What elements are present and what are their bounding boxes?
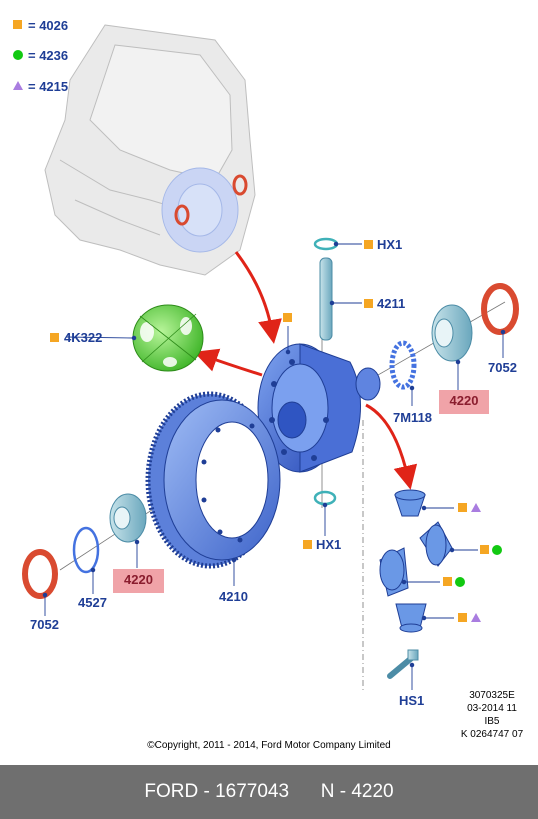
shim-4527: [72, 526, 100, 574]
ring-gear-4210: [145, 391, 281, 569]
arrow-housing-to-case: [234, 251, 282, 344]
sensor-ring-7m118: [389, 340, 417, 390]
label-4220-left[interactable]: 4220: [113, 569, 164, 593]
drawing-meta: 3070325E 03-2014 11 IB5 K 0264747 07: [452, 689, 532, 741]
marker-triangle-icon: [471, 503, 481, 512]
marker-square-icon: [458, 503, 467, 512]
drawing-number: 3070325E: [469, 690, 515, 701]
label-hs1[interactable]: HS1: [399, 693, 425, 708]
label-4527[interactable]: 4527: [78, 595, 107, 610]
arrow-case-to-4k322: [193, 348, 263, 377]
marker-square-icon: [50, 333, 59, 342]
marker-square-icon: [458, 613, 467, 622]
marker-square-icon: [443, 577, 452, 586]
legend-item-4215: = 4215: [28, 79, 69, 94]
label-7m118[interactable]: 7M118: [393, 410, 433, 425]
bearing-4220-left: [109, 493, 147, 543]
label-4220-right[interactable]: 4220: [439, 390, 489, 414]
exploded-diagram: [22, 24, 519, 690]
drawing-date: 03-2014 11: [467, 703, 517, 714]
label-hx1-top[interactable]: HX1: [377, 237, 403, 252]
footer-brand: FORD - 1677043: [144, 781, 290, 802]
marker-square-icon: [364, 299, 373, 308]
label-hx1-bottom[interactable]: HX1: [316, 537, 342, 552]
legend-item-4236: = 4236: [28, 48, 69, 63]
marker-triangle-icon: [471, 613, 481, 622]
housing-seal-left: [174, 204, 190, 226]
bearing-4220-right: [431, 304, 473, 362]
label-4211[interactable]: 4211: [377, 296, 406, 311]
arrow-case-to-gears: [365, 403, 418, 490]
bolt-hs1: [387, 649, 419, 679]
marker-circle-icon: [455, 577, 465, 587]
differential-gears: [379, 489, 453, 633]
drawing-model: IB5: [484, 716, 500, 727]
circlip-hx1-top: [313, 237, 339, 251]
leader-lines: [42, 241, 506, 690]
drawing-ref: K 0264747 07: [460, 729, 524, 740]
pinion-shaft-4211: [319, 257, 333, 341]
label-7052-left[interactable]: 7052: [30, 617, 59, 632]
marker-square-icon: [480, 545, 489, 554]
label-7052-right[interactable]: 7052: [488, 360, 517, 375]
legend-circle-icon: [13, 50, 23, 60]
marker-square-icon: [364, 240, 373, 249]
label-4210[interactable]: 4210: [219, 589, 248, 604]
label-4k322[interactable]: 4K322: [64, 330, 103, 345]
marker-circle-icon: [492, 545, 502, 555]
footer-part: N - 4220: [320, 781, 394, 802]
seal-7052-right: [481, 283, 519, 335]
legend-item-4026: = 4026: [28, 18, 69, 33]
legend-triangle-icon: [13, 81, 23, 90]
marker-square-icon: [283, 313, 292, 322]
transmission-housing: [44, 24, 256, 276]
circlip-hx1-bottom: [313, 490, 337, 506]
housing-seal-right: [232, 174, 248, 196]
marker-square-icon: [303, 540, 312, 549]
copyright-text: ©Copyright, 2011 - 2014, Ford Motor Comp…: [147, 740, 391, 751]
footer-bar: FORD - 1677043 N - 4220: [0, 765, 538, 819]
seal-7052-left: [22, 549, 58, 599]
differential-spider-4k322: [132, 304, 204, 372]
legend-square-icon: [13, 20, 22, 29]
differential-case: [257, 343, 381, 473]
